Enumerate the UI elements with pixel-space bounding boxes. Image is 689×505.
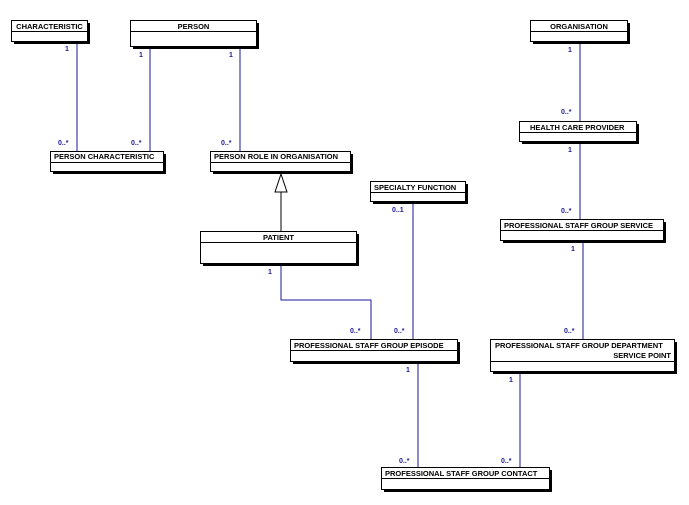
multiplicity-label: 0..*: [501, 458, 512, 465]
multiplicity-label: 0..*: [221, 140, 232, 147]
multiplicity-label: 0..*: [394, 328, 405, 335]
entities: CHARACTERISTIC PERSON ORGANISATION HEALT…: [11, 20, 678, 493]
entity-name: HEALTH CARE PROVIDER: [530, 123, 625, 132]
multiplicity-label: 0..1: [392, 207, 404, 214]
entity-professional-staff-group-episode[interactable]: PROFESSIONAL STAFF GROUP EPISODE: [290, 339, 461, 365]
multiplicity-label: 1: [65, 46, 69, 53]
entity-specialty-function[interactable]: SPECIALTY FUNCTION: [370, 181, 469, 205]
entity-characteristic[interactable]: CHARACTERISTIC: [11, 20, 91, 45]
entity-person-characteristic[interactable]: PERSON CHARACTERISTIC: [50, 151, 167, 175]
entity-name: PROFESSIONAL STAFF GROUP EPISODE: [294, 341, 444, 350]
entity-health-care-provider[interactable]: HEALTH CARE PROVIDER: [519, 121, 640, 145]
entity-name: PROFESSIONAL STAFF GROUP CONTACT: [385, 469, 538, 478]
multiplicity-label: 1: [229, 52, 233, 59]
multiplicity-label: 0..*: [350, 328, 361, 335]
multiplicity-label: 1: [571, 246, 575, 253]
entity-person[interactable]: PERSON: [130, 20, 260, 50]
multiplicity-label: 0..*: [561, 208, 572, 215]
multiplicity-label: 0..*: [564, 328, 575, 335]
multiplicity-label: 1: [406, 367, 410, 374]
multiplicity-label: 1: [139, 52, 143, 59]
entity-name: PATIENT: [263, 233, 294, 242]
entity-name: ORGANISATION: [550, 22, 608, 31]
entity-name: PERSON ROLE IN ORGANISATION: [214, 152, 338, 161]
entity-name: PERSON CHARACTERISTIC: [54, 152, 155, 161]
entity-name: SPECIALTY FUNCTION: [374, 183, 456, 192]
multiplicity-label: 1: [568, 47, 572, 54]
generalization-arrowhead-icon: [274, 172, 288, 193]
entity-person-role-in-organisation[interactable]: PERSON ROLE IN ORGANISATION: [210, 151, 354, 175]
entity-organisation[interactable]: ORGANISATION: [530, 20, 631, 45]
multiplicity-label: 0..*: [561, 109, 572, 116]
multiplicity-label: 1: [509, 377, 513, 384]
entity-name: PERSON: [178, 22, 210, 31]
connector-patient-episode: [280, 265, 372, 339]
entity-name: PROFESSIONAL STAFF GROUP DEPARTMENT: [495, 341, 663, 350]
entity-name: CHARACTERISTIC: [16, 22, 83, 31]
entity-professional-staff-group-department-service-point[interactable]: PROFESSIONAL STAFF GROUP DEPARTMENT SERV…: [490, 339, 678, 375]
multiplicity-label: 1: [268, 269, 272, 276]
connectors: 1 0..* 1 0..* 1 0..* 1 0..* 1 0..* 1 0..…: [58, 43, 584, 467]
entity-professional-staff-group-service[interactable]: PROFESSIONAL STAFF GROUP SERVICE: [500, 219, 667, 244]
multiplicity-label: 0..*: [399, 458, 410, 465]
multiplicity-label: 1: [568, 147, 572, 154]
entity-name: SERVICE POINT: [613, 351, 671, 360]
entity-patient[interactable]: PATIENT: [200, 231, 360, 267]
multiplicity-label: 0..*: [131, 140, 142, 147]
entity-name: PROFESSIONAL STAFF GROUP SERVICE: [504, 221, 653, 230]
multiplicity-label: 0..*: [58, 140, 69, 147]
entity-professional-staff-group-contact[interactable]: PROFESSIONAL STAFF GROUP CONTACT: [381, 467, 553, 493]
